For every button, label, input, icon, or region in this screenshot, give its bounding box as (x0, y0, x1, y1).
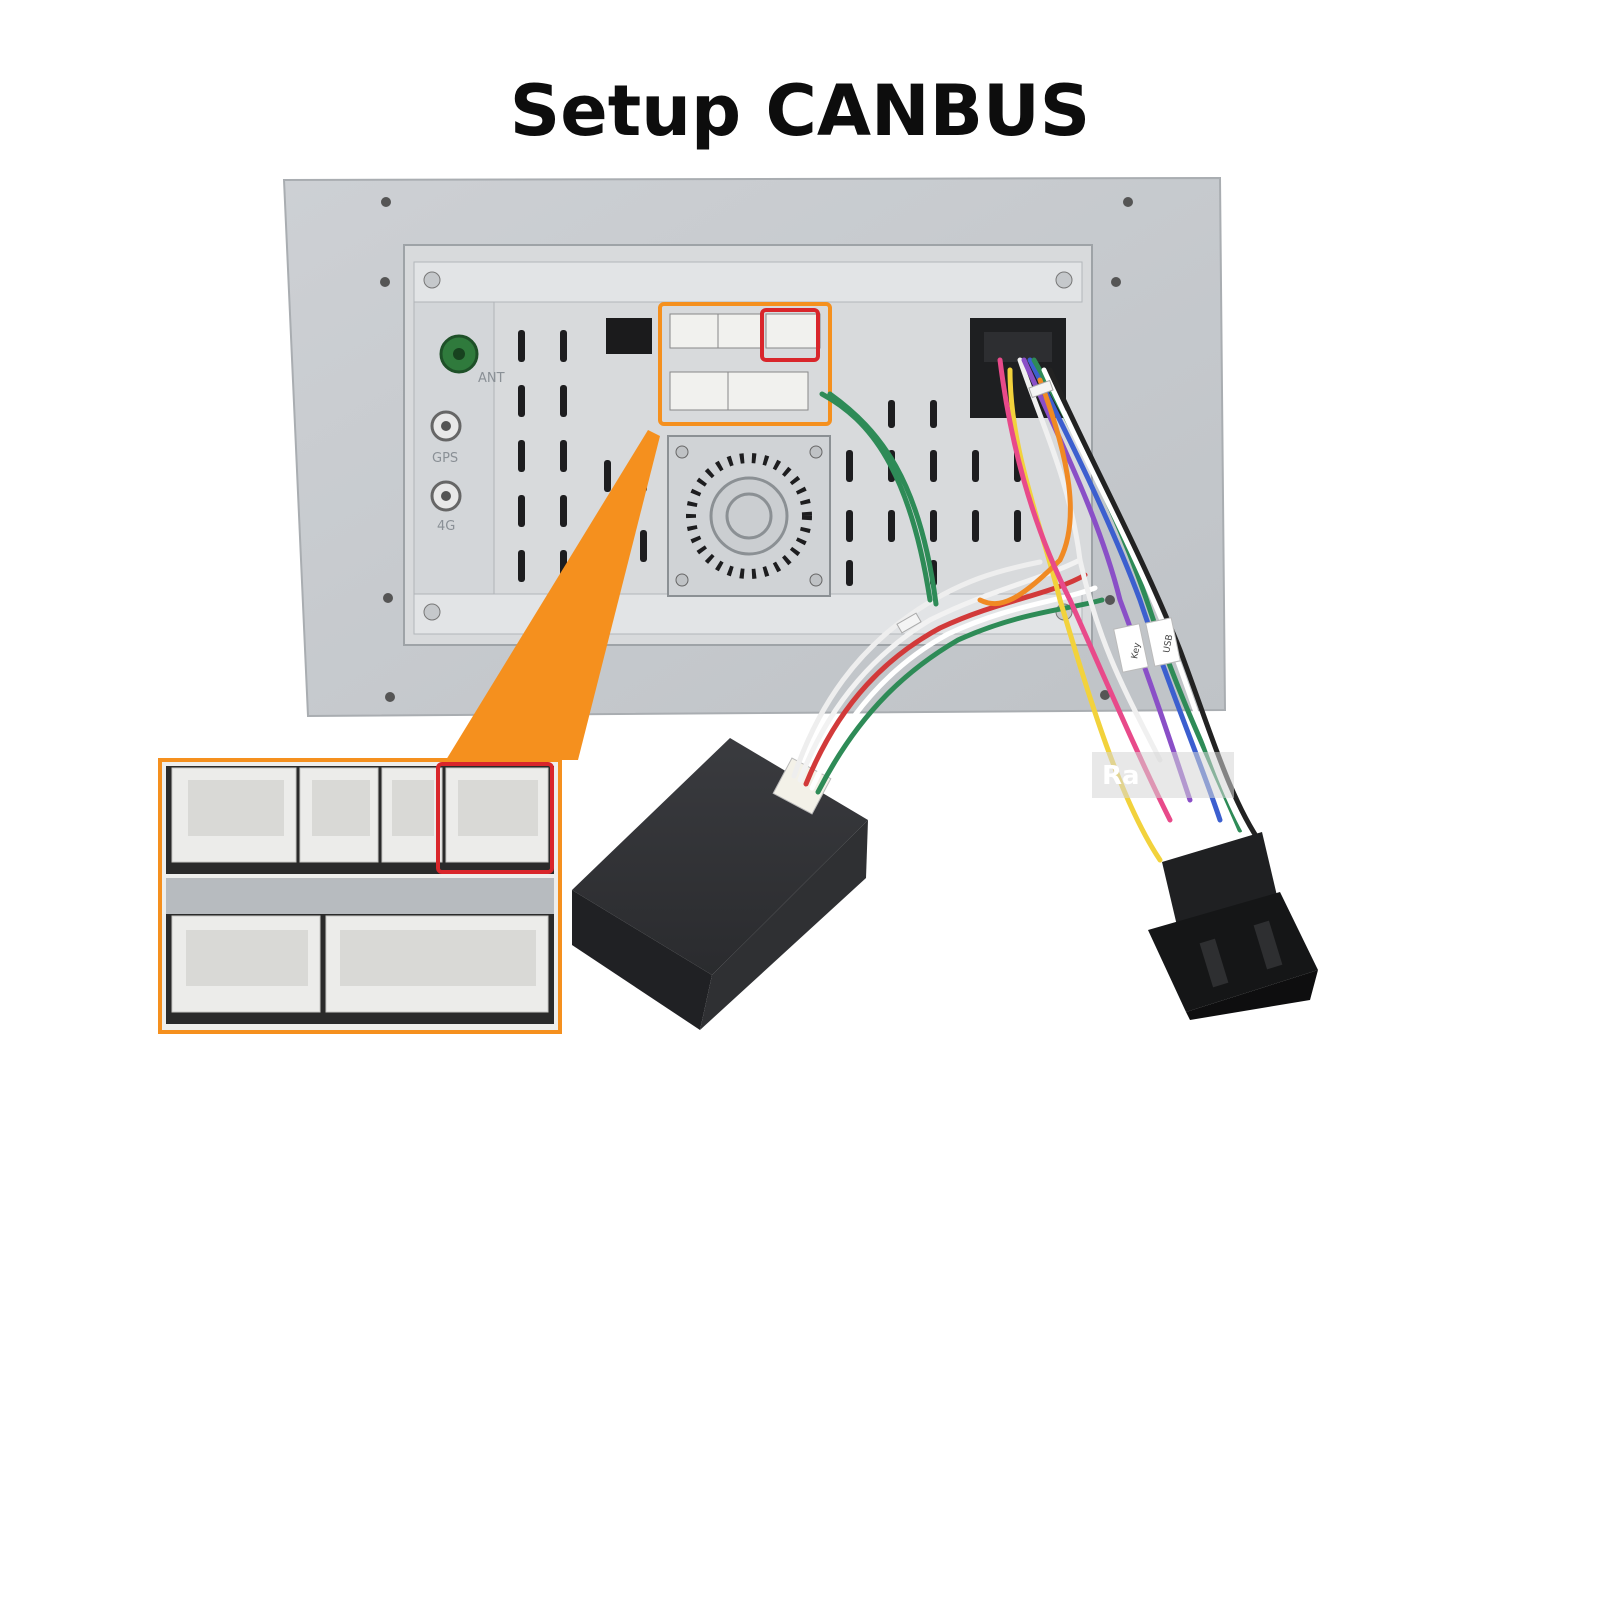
watermark-text: Ra (1102, 761, 1140, 791)
4g-label: 4G (437, 519, 455, 534)
unit-connectors (669, 313, 821, 411)
watermark: Ra (1092, 752, 1234, 798)
iso-connector (1148, 832, 1318, 1020)
connector-zoom-inset (158, 758, 562, 1034)
black-block (606, 318, 652, 354)
ant-label: ANT (478, 371, 505, 386)
tag-key: Key (1130, 641, 1143, 659)
cable-tie-1 (896, 612, 922, 634)
tag-usb: USB (1162, 634, 1175, 654)
cable-tie-2 (1028, 379, 1054, 399)
unit-highlight-orange (658, 302, 832, 426)
callout-wedge (446, 430, 660, 760)
fan-grill (667, 435, 831, 597)
gps-label: GPS (432, 451, 458, 466)
page-title: Setup CANBUS (509, 70, 1091, 152)
inset-highlight-red (436, 762, 554, 874)
antenna-ports: ANT GPS 4G (430, 334, 505, 534)
harness-tags: Key USB (1113, 617, 1181, 673)
canbus-decoder-box (572, 738, 868, 1030)
unit-highlight-red (760, 308, 820, 362)
